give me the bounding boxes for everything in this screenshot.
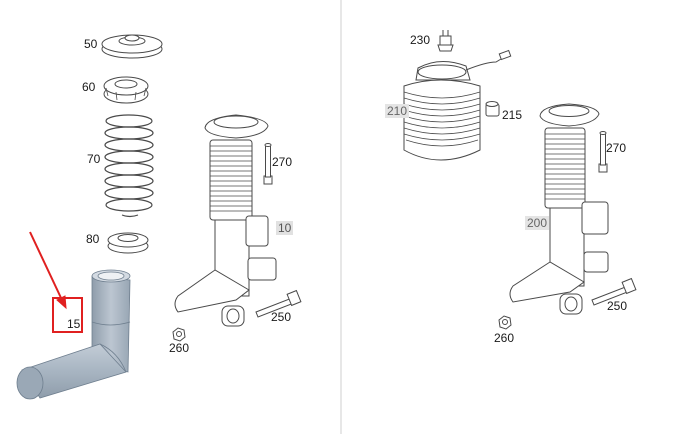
part-210-air-spring bbox=[403, 49, 512, 161]
label-270-right: 270 bbox=[606, 141, 627, 155]
part-50-top-mount bbox=[101, 34, 163, 59]
label-250-right: 250 bbox=[607, 299, 628, 313]
nut-260-left bbox=[172, 327, 186, 342]
label-70: 70 bbox=[87, 152, 101, 166]
part-230-valve bbox=[437, 30, 454, 52]
label-270-left: 270 bbox=[272, 155, 293, 169]
right-strut-assembly bbox=[509, 103, 609, 315]
label-215: 215 bbox=[502, 108, 523, 122]
label-230: 230 bbox=[410, 33, 431, 47]
bolt-250-left bbox=[255, 289, 302, 318]
label-260-right: 260 bbox=[494, 331, 515, 345]
nut-260-right bbox=[498, 315, 512, 330]
bolt-270-right bbox=[598, 131, 608, 173]
bolt-270-left bbox=[263, 143, 273, 185]
label-210: 210 bbox=[385, 104, 410, 118]
left-strut-assembly bbox=[174, 114, 277, 327]
bolt-250-right bbox=[591, 277, 637, 306]
part-80-spring-seat bbox=[107, 232, 149, 254]
label-260-left: 260 bbox=[169, 341, 190, 355]
part-70-coil-spring bbox=[104, 114, 154, 218]
label-10: 10 bbox=[276, 221, 294, 235]
label-80: 80 bbox=[86, 232, 100, 246]
part-60-mount-plate bbox=[103, 76, 149, 104]
part-15-protective-tube bbox=[16, 269, 131, 400]
part-215-nut bbox=[485, 101, 500, 117]
label-15: 15 bbox=[67, 317, 81, 331]
label-50: 50 bbox=[84, 37, 98, 51]
label-250-left: 250 bbox=[271, 310, 292, 324]
label-60: 60 bbox=[82, 80, 96, 94]
callout-box bbox=[52, 297, 83, 333]
label-200: 200 bbox=[525, 216, 550, 230]
